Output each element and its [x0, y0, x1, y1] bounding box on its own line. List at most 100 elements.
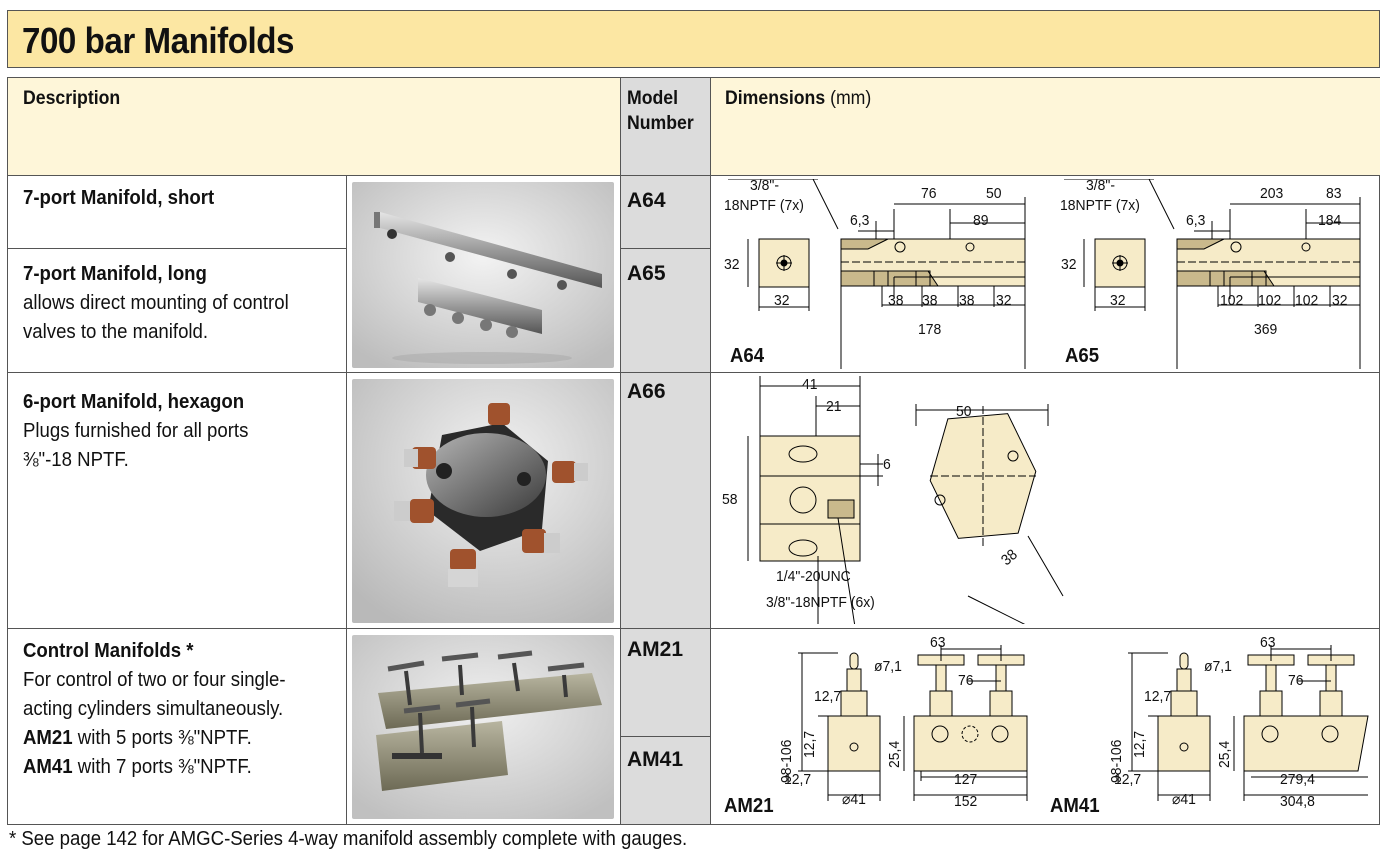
am21-dim-7-1: ø7,1: [874, 658, 902, 675]
a66-dim-21: 21: [826, 398, 842, 415]
a65-dim-32-width: 32: [1110, 292, 1126, 309]
column-divider: [346, 175, 347, 824]
a65-dim-total: 369: [1254, 321, 1278, 338]
header-dimensions-cell: [710, 78, 1380, 175]
am21-dim-152: 152: [954, 793, 978, 810]
header-dimensions-label: Dimensions: [725, 88, 826, 109]
model-a66: A66: [627, 380, 666, 403]
title-banner: 700 bar Manifolds: [7, 10, 1380, 68]
row-a66-desc-line1: Plugs furnished for all ports: [23, 420, 249, 442]
am41-drawing-label: AM41: [1050, 795, 1100, 817]
row-control-title: Control Manifolds *: [23, 640, 194, 662]
am21-drawing-label: AM21: [724, 795, 774, 817]
header-model-line1: Model: [627, 88, 679, 109]
a64-drawing-label: A64: [730, 345, 765, 367]
page-title: 700 bar Manifolds: [22, 20, 294, 61]
row-a65-title: 7-port Manifold, long: [23, 263, 207, 285]
model-am41: AM41: [627, 748, 684, 771]
header-description-cell: [8, 78, 620, 175]
a66-port-label: 3/8"-18NPTF (6x): [766, 594, 875, 611]
row-divider: [8, 248, 346, 249]
a64-port-label: 3/8"-: [750, 177, 779, 194]
a65-drawing: [1064, 179, 1361, 369]
header-dimensions: Dimensions (mm): [725, 86, 871, 111]
am21-dim-63: 63: [930, 634, 946, 651]
control-manifold-photo: [352, 635, 614, 819]
am21-rest: with 5 ports ⅜"NPTF.: [72, 727, 252, 749]
a65-port-label2: 18NPTF (7x): [1060, 197, 1140, 214]
row-a64-title: 7-port Manifold, short: [23, 187, 215, 209]
a64-dim-38c: 38: [959, 292, 975, 309]
row-control-am41-line: AM41 with 7 ports ⅜"NPTF.: [23, 753, 252, 782]
am41-dim-76: 76: [1288, 672, 1304, 689]
a66-thread-label: 1/4"-20UNC: [776, 568, 851, 585]
manifold-table: Description Model Number Dimensions (mm)…: [7, 77, 1380, 825]
a65-dim-32-height: 32: [1061, 256, 1077, 273]
a66-drawing: [747, 376, 1064, 624]
am21-bold: AM21: [23, 727, 73, 749]
a65-dim-184: 184: [1318, 212, 1342, 229]
manifold-a64-a65-photo: [352, 182, 614, 368]
a65-dim-203: 203: [1260, 185, 1284, 202]
a64-dim-6-3: 6,3: [850, 212, 870, 229]
a64-dim-total: 178: [918, 321, 942, 338]
a65-dim-83: 83: [1326, 185, 1342, 202]
header-model-line2: Number: [627, 113, 694, 134]
a64-dim-76: 76: [921, 185, 937, 202]
row-divider: [620, 736, 710, 737]
am41-bold: AM41: [23, 756, 73, 778]
a64-dim-89: 89: [973, 212, 989, 229]
a66-dim-58: 58: [722, 491, 738, 508]
a64-dim-32-width: 32: [774, 292, 790, 309]
column-divider: [710, 78, 711, 824]
header-description: Description: [23, 88, 121, 109]
row-a65-desc-line1: allows direct mounting of control: [23, 292, 289, 314]
model-a64: A64: [627, 189, 666, 212]
am21-dim-127: 127: [954, 771, 978, 788]
footnote: * See page 142 for AMGC-Series 4-way man…: [9, 828, 688, 850]
row-divider: [620, 248, 710, 249]
a64-dim-50: 50: [986, 185, 1002, 202]
a66-dim-50: 50: [956, 403, 972, 420]
model-a65: A65: [627, 262, 666, 285]
model-column-background: [620, 78, 710, 824]
a64-dim-38b: 38: [922, 292, 938, 309]
am21-dim-12-7a: 12,7: [814, 688, 842, 705]
row-control-desc-line2: acting cylinders simultaneously.: [23, 698, 284, 720]
a64-drawing: [728, 179, 1026, 369]
manifold-a66-photo: [352, 379, 614, 623]
am41-dim-279-4: 279,4: [1280, 771, 1315, 788]
am41-dim-12-7a: 12,7: [1144, 688, 1172, 705]
row-a65-desc-line2: valves to the manifold.: [23, 321, 209, 343]
row-a66-title: 6-port Manifold, hexagon: [23, 391, 245, 413]
row-divider: [8, 372, 1379, 373]
am41-dim-7-1: ø7,1: [1204, 658, 1232, 675]
a65-dim-102b: 102: [1258, 292, 1282, 309]
a64-dim-38a: 38: [888, 292, 904, 309]
header-dimensions-unit: (mm): [830, 88, 872, 109]
am21-dim-25-4: 25,4: [886, 740, 903, 768]
am21-drawing: [798, 645, 1028, 801]
column-divider: [620, 78, 621, 824]
am21-dim-76: 76: [958, 672, 974, 689]
am21-dim-12-7b: 12,7: [801, 730, 818, 758]
am41-dim-41: ⌀41: [1172, 791, 1196, 808]
model-am21: AM21: [627, 638, 684, 661]
a66-dim-41: 41: [802, 376, 818, 393]
a66-dim-6: 6: [883, 456, 891, 473]
am41-dim-25-4: 25,4: [1216, 740, 1233, 768]
am21-dim-41: ⌀41: [842, 791, 866, 808]
a65-port-label: 3/8"-: [1086, 177, 1115, 194]
am41-dim-304-8: 304,8: [1280, 793, 1315, 810]
am21-dim-12-7c: 12,7: [784, 771, 812, 788]
am41-drawing: [1128, 645, 1369, 801]
a64-port-label2: 18NPTF (7x): [724, 197, 804, 214]
a65-drawing-label: A65: [1065, 345, 1100, 367]
a64-dim-32-right: 32: [996, 292, 1012, 309]
a65-dim-102c: 102: [1295, 292, 1319, 309]
am41-rest: with 7 ports ⅜"NPTF.: [72, 756, 252, 778]
am41-dim-12-7c: 12,7: [1114, 771, 1142, 788]
a65-dim-102a: 102: [1220, 292, 1244, 309]
row-divider: [8, 175, 1379, 176]
row-control-desc-line1: For control of two or four single-: [23, 669, 286, 691]
